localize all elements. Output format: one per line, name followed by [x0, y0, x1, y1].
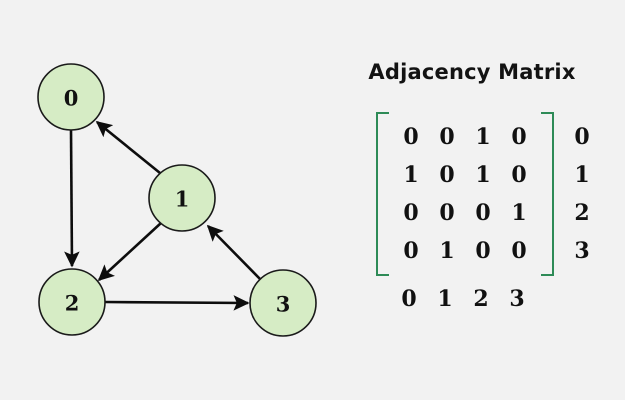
column-label-3: 3	[509, 286, 525, 312]
matrix-cell-0-1: 0	[439, 124, 455, 150]
matrix-rows: 0 0 1 0 1 0 1 0 0 0 0 1	[389, 112, 541, 276]
node-circle-0[interactable]	[37, 63, 105, 131]
row-label-2: 2	[574, 200, 590, 226]
graph-edges	[64, 120, 262, 311]
matrix-cell-2-3: 1	[511, 200, 527, 226]
matrix-cell-3-2: 0	[475, 238, 491, 264]
node-circle-2[interactable]	[38, 268, 106, 336]
table-row: 0 1 0 0	[393, 232, 537, 270]
edge-2-to-3	[104, 295, 250, 311]
column-label-1: 1	[437, 286, 453, 312]
matrix-grid-wrap: 0 0 1 0 1 0 1 0 0 0 0 1	[376, 112, 600, 276]
graph-node-3[interactable]: 3	[249, 269, 317, 337]
matrix-cell-3-0: 0	[403, 238, 419, 264]
matrix-cell-2-0: 0	[403, 200, 419, 226]
matrix-row-labels: 0 1 2 3	[564, 112, 600, 276]
graph-node-1[interactable]: 1	[148, 164, 216, 232]
node-label-0: 0	[64, 86, 79, 111]
node-circle-1[interactable]	[148, 164, 216, 232]
table-row: 0 0 0 1	[393, 194, 537, 232]
matrix-cell-1-1: 0	[439, 162, 455, 188]
table-row: 0 0 1 0	[393, 118, 537, 156]
matrix-column-labels: 0 1 2 3	[391, 280, 600, 318]
column-label-0: 0	[401, 286, 417, 312]
matrix-cell-1-0: 1	[403, 162, 419, 188]
bracket-right-icon	[541, 112, 554, 276]
node-label-3: 3	[276, 292, 291, 317]
matrix-cell-1-3: 0	[511, 162, 527, 188]
matrix-cell-3-1: 1	[439, 238, 455, 264]
row-label-1: 1	[574, 162, 590, 188]
node-label-2: 2	[65, 291, 80, 316]
bracket-left-icon	[376, 112, 389, 276]
node-circle-3[interactable]	[249, 269, 317, 337]
node-label-1: 1	[175, 187, 190, 212]
matrix-cell-0-3: 0	[511, 124, 527, 150]
adjacency-matrix: 0 0 1 0 1 0 1 0 0 0 0 1	[376, 112, 600, 318]
matrix-cell-2-1: 0	[439, 200, 455, 226]
graph-node-2[interactable]: 2	[38, 268, 106, 336]
edge-1-to-0	[95, 120, 161, 175]
row-label-3: 3	[574, 238, 590, 264]
matrix-title: Adjacency Matrix	[368, 60, 576, 84]
column-label-2: 2	[473, 286, 489, 312]
matrix-panel: Adjacency Matrix 0 0 1 0 1 0 1 0	[352, 0, 625, 400]
matrix-cell-1-2: 1	[475, 162, 491, 188]
edge-0-to-2	[64, 129, 80, 268]
graph-node-0[interactable]: 0	[37, 63, 105, 131]
edge-1-to-2	[97, 222, 162, 282]
edge-3-to-1	[206, 224, 262, 281]
graph-panel: 0 1 2 3	[37, 63, 317, 337]
graph-diagram: 0 1 2 3	[37, 63, 317, 337]
matrix-cell-0-0: 0	[403, 124, 419, 150]
matrix-cell-2-2: 0	[475, 200, 491, 226]
row-label-0: 0	[574, 124, 590, 150]
table-row: 1 0 1 0	[393, 156, 537, 194]
matrix-cell-0-2: 1	[475, 124, 491, 150]
matrix-cell-3-3: 0	[511, 238, 527, 264]
